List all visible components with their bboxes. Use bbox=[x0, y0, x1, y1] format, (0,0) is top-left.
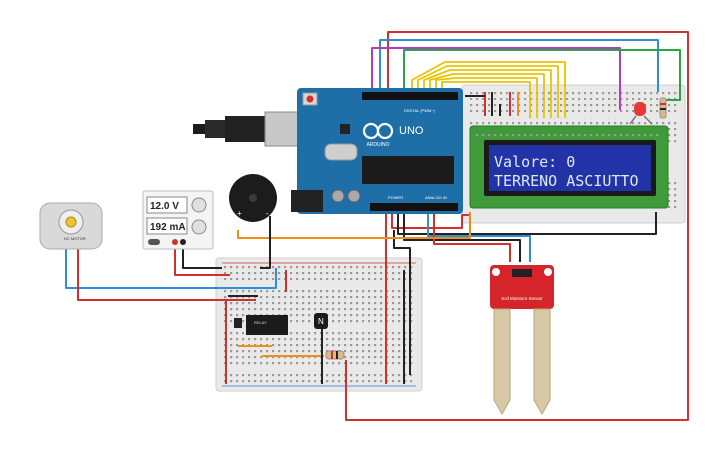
transistor-label: N bbox=[318, 317, 324, 326]
current-readout: 192 mA bbox=[150, 222, 186, 233]
voltage-readout: 12.0 V bbox=[150, 201, 179, 212]
digital-label: DIGITAL (PWM~) bbox=[404, 108, 436, 113]
wires bbox=[65, 31, 689, 421]
relay: RELAY bbox=[234, 315, 288, 335]
power-label: POWER bbox=[388, 195, 403, 200]
piezo-buzzer: + - bbox=[229, 174, 277, 222]
relay-label: RELAY bbox=[254, 320, 267, 325]
arduino-brand: ARDUINO bbox=[366, 142, 389, 148]
usb-cable bbox=[193, 111, 308, 147]
power-supply: 12.0 V 192 mA bbox=[142, 190, 214, 250]
current-knob[interactable] bbox=[191, 219, 207, 235]
power-switch[interactable] bbox=[148, 239, 160, 245]
svg-text:-: - bbox=[266, 209, 269, 218]
lcd-line-1: Valore: 0 bbox=[494, 153, 575, 171]
arduino-model: UNO bbox=[399, 125, 424, 137]
svg-text:+: + bbox=[237, 209, 242, 218]
motor-label: DC MOTOR bbox=[64, 236, 86, 241]
lcd-line-2: TERRENO ASCIUTTO bbox=[494, 172, 639, 190]
soil-moisture-sensor: Soil Moisture Sensor bbox=[490, 265, 554, 416]
arduino-uno: ARDUINO UNO DIGITAL (PWM~) POWER ANALOG … bbox=[291, 88, 463, 214]
analog-label: ANALOG IN bbox=[425, 195, 447, 200]
sensor-label: Soil Moisture Sensor bbox=[501, 296, 543, 301]
voltage-knob[interactable] bbox=[191, 197, 207, 213]
led-and-resistors bbox=[629, 97, 667, 125]
resistor bbox=[325, 350, 345, 360]
lcd-display: Valore: 0 TERRENO ASCIUTTO bbox=[469, 125, 669, 209]
dc-motor: DC MOTOR bbox=[39, 202, 103, 250]
transistor: N bbox=[314, 313, 328, 329]
